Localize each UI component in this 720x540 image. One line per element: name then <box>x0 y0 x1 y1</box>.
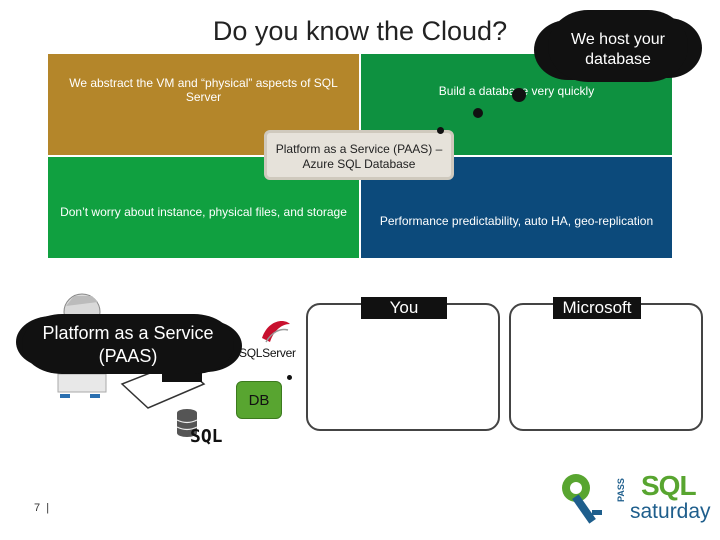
cloud-callout-top: We host your database <box>548 10 688 82</box>
database-icon <box>176 409 198 437</box>
you-label: You <box>361 297 447 319</box>
center-paas-box: Platform as a Service (PAAS) – Azure SQL… <box>264 130 454 180</box>
logo-saturday-text: saturday <box>630 500 711 523</box>
sqlserver-logo-icon <box>262 320 290 343</box>
microsoft-panel <box>509 303 703 431</box>
logo-pass-text: PASS <box>616 478 626 502</box>
microsoft-label: Microsoft <box>553 297 641 319</box>
bubble-dot <box>512 88 526 102</box>
page-number-value: 7 <box>34 502 41 514</box>
quadrant-bottom-right-text: Performance predictability, auto HA, geo… <box>379 214 654 228</box>
cloud-callout-top-text: We host your database <box>571 31 665 68</box>
slide-title: Do you know the Cloud? <box>212 16 508 46</box>
page-number-divider: | <box>43 502 50 514</box>
quadrant-bottom-left-text: Don’t worry about instance, physical fil… <box>60 205 347 219</box>
logo-sql-text: SQL <box>641 470 697 501</box>
quadrant-top-left-text: We abstract the VM and “physical” aspect… <box>69 76 338 104</box>
key-logo-icon <box>562 474 602 524</box>
cloud-callout-left-text: Platform as a Service (PAAS) <box>42 323 214 366</box>
center-paas-text: Platform as a Service (PAAS) – Azure SQL… <box>275 142 443 171</box>
cloud-callout-left: Platform as a Service (PAAS) <box>22 314 234 374</box>
page-number: 7 | <box>34 502 49 514</box>
bubble-dot <box>473 108 483 118</box>
quadrant-top-left: We abstract the VM and “physical” aspect… <box>48 54 359 155</box>
db-box: DB <box>236 381 282 419</box>
sql-label: SQL <box>190 426 223 447</box>
db-label: DB <box>248 392 270 409</box>
you-panel <box>306 303 500 431</box>
bubble-dot <box>287 375 292 380</box>
sqlserver-label: SQLServer <box>239 346 296 360</box>
bubble-dot <box>437 127 444 134</box>
